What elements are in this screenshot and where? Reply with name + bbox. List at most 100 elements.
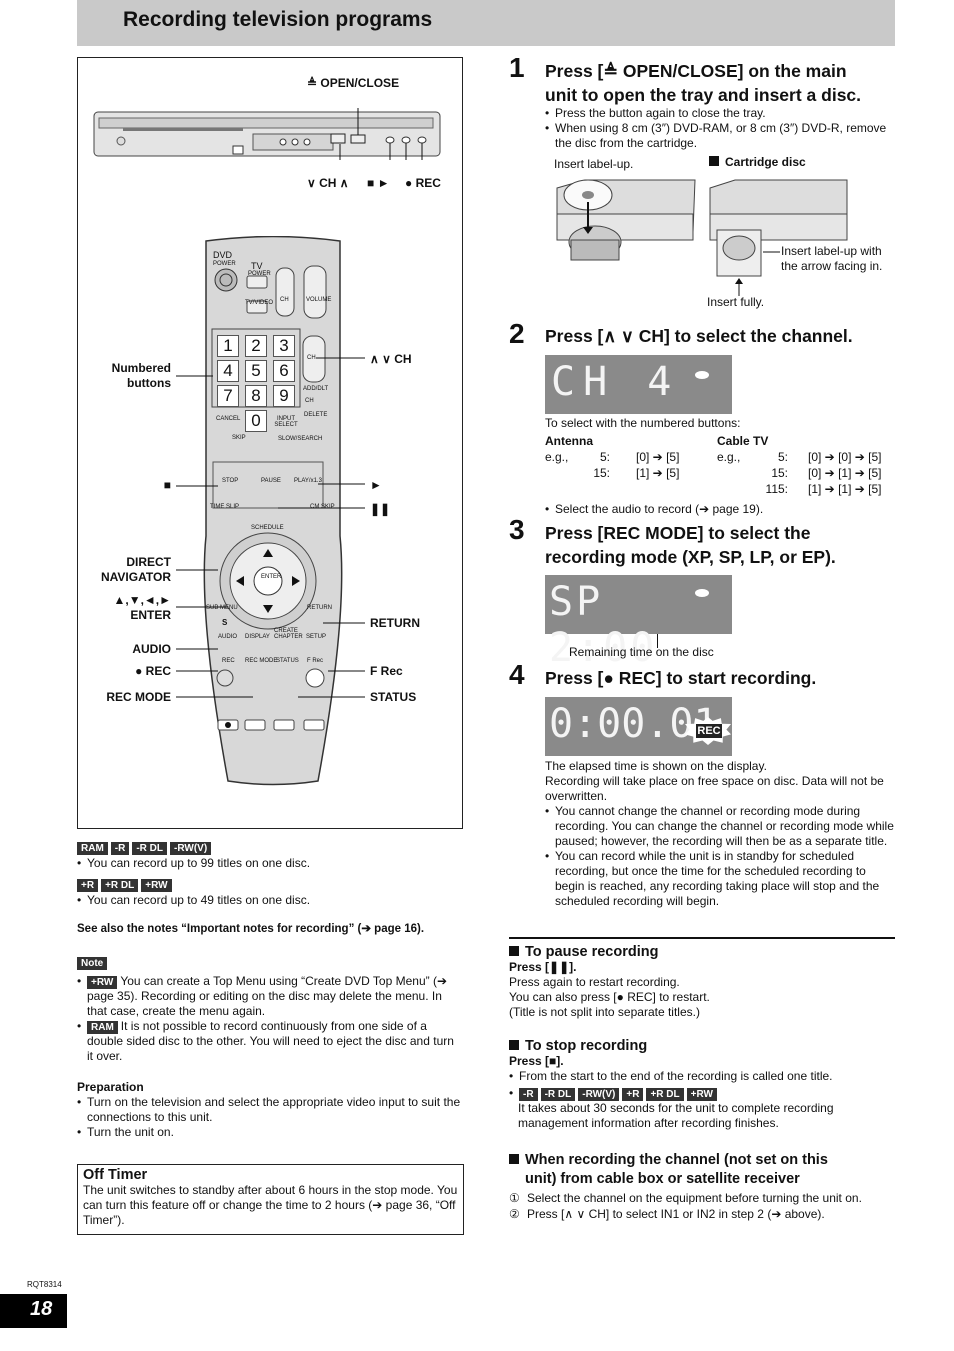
remote-timeslip-text: TIME SLIP (210, 504, 240, 510)
stop-tags: -R-R DL-RW(V)+R+R DL+RW (509, 1086, 895, 1101)
stop-tag-rdl: -R DL (540, 1088, 576, 1101)
remote-stop-text: STOP (222, 478, 239, 484)
tag-rdl: -R DL (132, 842, 168, 855)
prep-item-1: Turn on the television and select the ap… (77, 1095, 463, 1125)
ant-row-1-ch: 5: (599, 450, 610, 464)
cable-title-b: unit) from cable box or satellite receiv… (525, 1171, 800, 1187)
step-3-title-b: recording mode (XP, SP, LP, or EP). (545, 547, 836, 567)
key-7[interactable]: 7 (217, 385, 239, 407)
return-label: RETURN (370, 616, 420, 630)
step-2-title: Press [∧ ∨ CH] to select the channel. (545, 326, 853, 346)
remote-volume-text: VOLUME (306, 297, 332, 303)
remote-input-text: INPUT SELECT (274, 416, 298, 428)
remote-submenu-text: SUB MENU (206, 605, 238, 611)
numbered-keypad: 1 2 3 4 5 6 7 8 9 0 (214, 335, 298, 432)
direct-line1: DIRECT (126, 555, 171, 569)
ant-row-1-keys: [0] ➔ [5] (636, 450, 680, 464)
step-1-number: 1 (509, 52, 525, 83)
pause-press: Press [❚❚]. (509, 960, 577, 974)
remote-ch2-text: CH (307, 355, 316, 361)
step-1-bullets: Press the button again to close the tray… (545, 106, 895, 151)
key-6[interactable]: 6 (273, 360, 295, 382)
cable-eg: e.g., (717, 450, 741, 464)
lcd-channel-text: CH 4 (551, 359, 680, 405)
remote-tvpower-text: POWER (248, 271, 271, 277)
prep-item-2: Turn the unit on. (77, 1125, 463, 1140)
key-5[interactable]: 5 (245, 360, 267, 382)
step-1-title-a: Press [≜ OPEN/CLOSE] on the main (545, 61, 847, 81)
titles-99-note: You can record up to 99 titles on one di… (77, 856, 463, 871)
circled-2: ② (509, 1207, 520, 1221)
remote-delete-text: DELETE (304, 412, 328, 418)
remote-s-text: S (222, 618, 228, 627)
step-1-bullet-1: Press the button again to close the tray… (545, 106, 895, 121)
stop-tag-rwv: -RW(V) (578, 1088, 620, 1101)
disc-insert-illustration (556, 179, 848, 296)
tag-r: -R (110, 842, 130, 855)
pause-text-1: Press again to restart recording. (509, 975, 680, 989)
step-4-text-1: The elapsed time is shown on the display… (545, 759, 767, 773)
step-4-number: 4 (509, 659, 525, 690)
stop-tag-plus-rw: +RW (686, 1088, 717, 1101)
numbered-label-line1: Numbered (111, 361, 171, 375)
ant-row-2-keys: [1] ➔ [5] (636, 466, 680, 480)
key-9[interactable]: 9 (273, 385, 295, 407)
remote-enter-text: ENTER (261, 574, 282, 580)
cab-row-1-ch: 5: (777, 450, 788, 464)
key-3[interactable]: 3 (273, 335, 295, 357)
cable-item-2: ② Press [∧ ∨ CH] to select IN1 or IN2 in … (509, 1207, 895, 1222)
frec-label: F Rec (370, 664, 403, 678)
cartridge-text: Cartridge disc (725, 155, 806, 169)
arrows-enter-label: ▲,▼,◄,►ENTER (78, 593, 171, 623)
tag-plus-rdl: +R DL (101, 879, 139, 892)
note-b-text: It is not possible to record continuousl… (87, 1019, 454, 1063)
numbered-label-line2: buttons (127, 376, 171, 390)
key-4[interactable]: 4 (217, 360, 239, 382)
step-1-bullet-2: When using 8 cm (3″) DVD-RAM, or 8 cm (3… (545, 121, 895, 151)
stop-section: To stop recording Press [■]. From the st… (509, 1038, 895, 1131)
antenna-eg: e.g., (545, 450, 569, 464)
note-heading: Note (77, 953, 463, 971)
cab-row-3-keys: [1] ➔ [1] ➔ [5] (808, 482, 882, 496)
status-label: STATUS (370, 690, 417, 704)
remote-create-text: CREATE CHAPTER (274, 628, 303, 640)
cable-item-2-text: Press [∧ ∨ CH] to select IN1 or IN2 in s… (527, 1207, 825, 1221)
ch-remote-label: ∧ ∨ CH (370, 352, 412, 366)
rec-label: ● REC (135, 664, 171, 678)
stop-play-main-label: ■ ► (367, 176, 390, 190)
remote-setup-text: SETUP (306, 634, 327, 640)
tag-plus-r: +R (77, 879, 99, 892)
remote-cancel-text: CANCEL (216, 416, 241, 422)
step-3-number: 3 (509, 514, 525, 545)
lcd-elapsed-display: 0:00.01 REC (545, 697, 732, 756)
note-a-tag: +RW (87, 976, 118, 989)
stop-title-text: To stop recording (525, 1038, 648, 1054)
stop-tag-r: -R (519, 1088, 538, 1101)
see-also-text: See also the notes “Important notes for … (77, 923, 425, 935)
rec-badge: REC (696, 724, 722, 738)
key-1[interactable]: 1 (217, 335, 239, 357)
pause-title-text: To pause recording (525, 944, 659, 960)
remote-play-text: PLAY/x1.3 (294, 478, 322, 484)
ant-row-2-ch: 15: (593, 466, 610, 480)
rec-mode-label: REC MODE (106, 690, 171, 704)
rec-main-label: ● REC (405, 176, 441, 190)
key-0[interactable]: 0 (245, 410, 267, 432)
note-a-text: You can create a Top Menu using “Create … (87, 974, 448, 1018)
remote-adddlt-text: ADD/DLT (303, 386, 329, 392)
off-timer-title: Off Timer (83, 1167, 148, 1183)
disc-indicator-icon (695, 371, 709, 379)
tag-ram: RAM (77, 842, 108, 855)
stop-tag-plus-r: +R (622, 1088, 644, 1101)
key-2[interactable]: 2 (245, 335, 267, 357)
step-4-bullet-2: You can record while the unit is in stan… (545, 849, 895, 909)
lcd-rec-mode-text: SP 2:00 (549, 579, 658, 671)
tag-plus-rw: +RW (141, 879, 172, 892)
stop-press: Press [■]. (509, 1054, 564, 1068)
insert-fully-text: Insert fully. (707, 295, 765, 309)
key-8[interactable]: 8 (245, 385, 267, 407)
stop-label: ■ (163, 478, 171, 492)
remote-dvd-text: DVD (213, 250, 233, 260)
